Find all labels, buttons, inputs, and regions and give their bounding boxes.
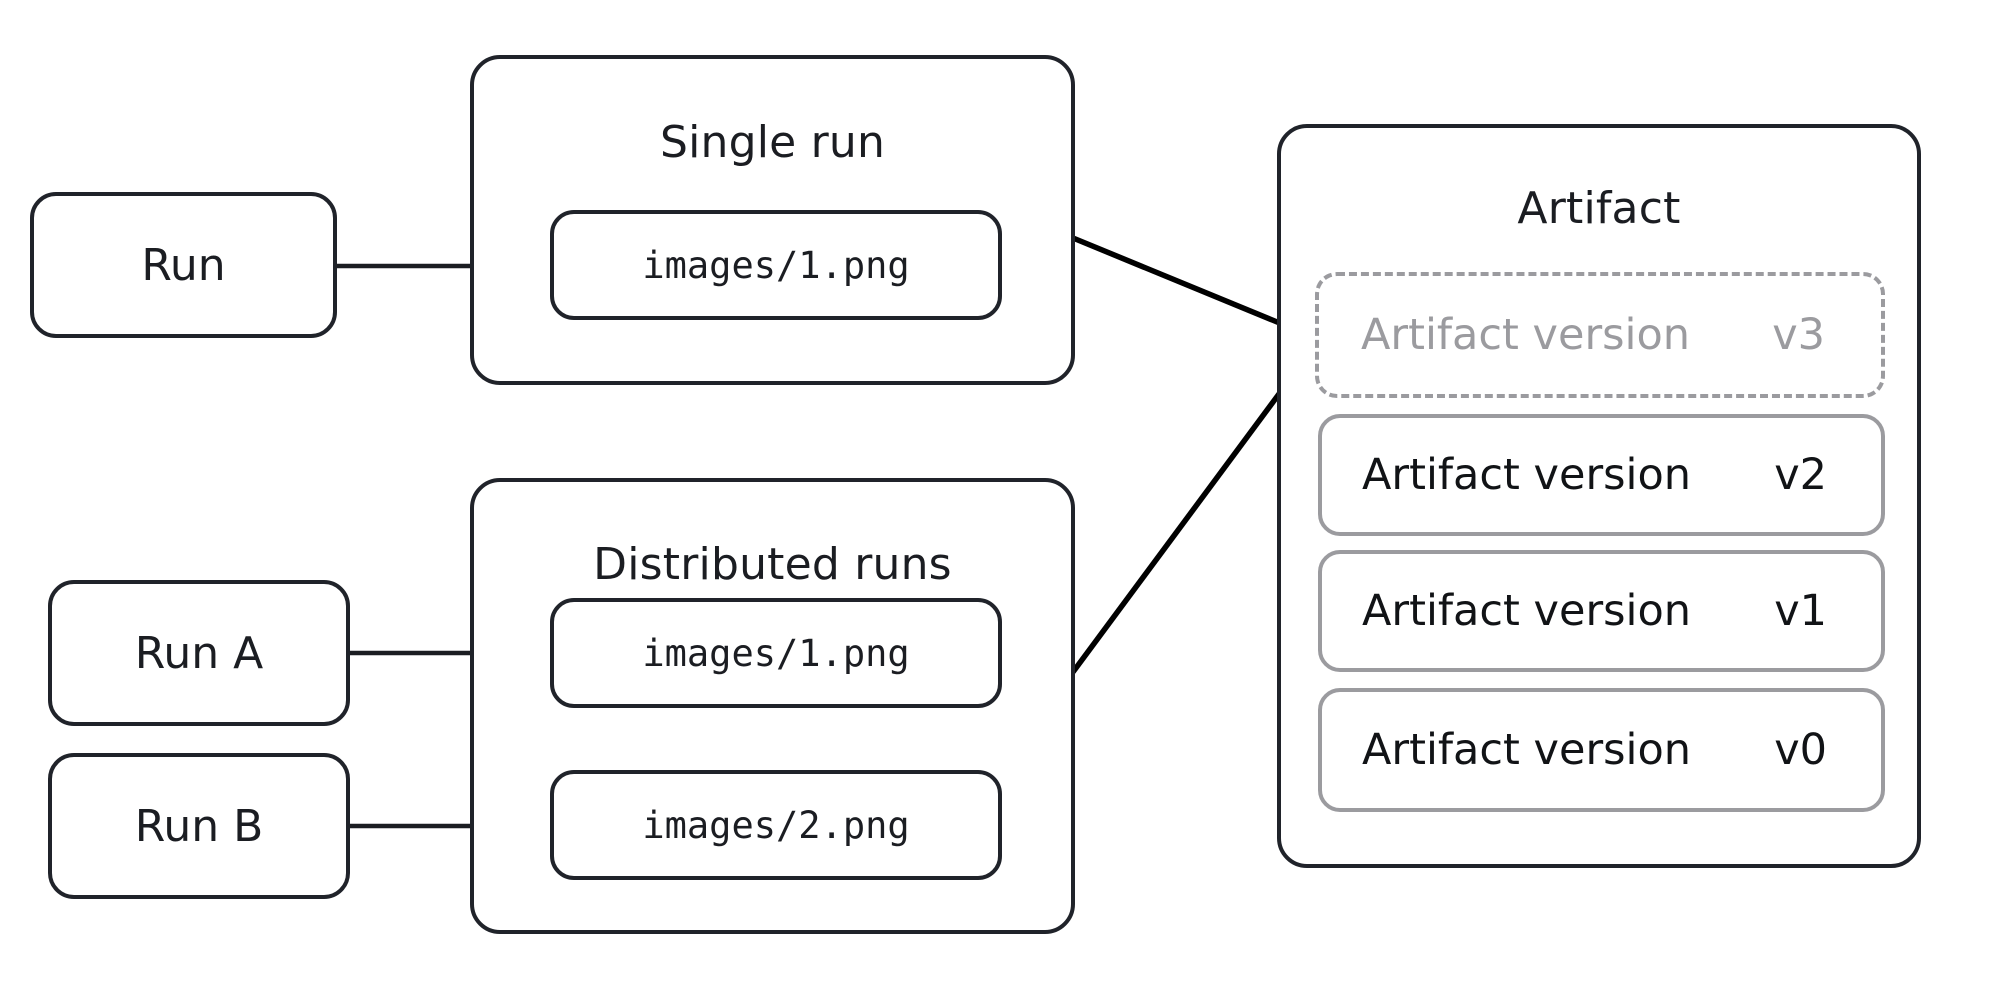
node-run-a[interactable]: Run A bbox=[48, 580, 350, 726]
group-artifact-title: Artifact bbox=[1517, 183, 1681, 234]
node-run-b[interactable]: Run B bbox=[48, 753, 350, 899]
node-run-a-label: Run A bbox=[134, 627, 264, 679]
artifact-version-label: Artifact version bbox=[1362, 725, 1692, 775]
artifact-version-label: Artifact version bbox=[1362, 450, 1692, 500]
group-single-run-title: Single run bbox=[659, 117, 886, 168]
artifact-version-label: Artifact version bbox=[1362, 586, 1692, 636]
artifact-version-row-v0[interactable]: Artifact version v0 bbox=[1318, 688, 1885, 812]
artifact-version-row-v2[interactable]: Artifact version v2 bbox=[1318, 414, 1885, 536]
group-distributed-runs-title: Distributed runs bbox=[593, 539, 952, 590]
node-run-b-label: Run B bbox=[134, 800, 264, 852]
artifact-version-tag: v1 bbox=[1774, 586, 1827, 636]
file-path-label: images/1.png bbox=[642, 631, 910, 675]
node-run[interactable]: Run bbox=[30, 192, 337, 338]
file-path-label: images/1.png bbox=[642, 243, 910, 287]
file-box-distributed-1[interactable]: images/2.png bbox=[550, 770, 1002, 880]
artifact-version-row-v1[interactable]: Artifact version v1 bbox=[1318, 550, 1885, 672]
node-run-label: Run bbox=[141, 239, 226, 291]
file-path-label: images/2.png bbox=[642, 803, 910, 847]
artifact-version-label: Artifact version bbox=[1361, 310, 1691, 360]
artifact-version-tag: v2 bbox=[1774, 450, 1827, 500]
file-box-distributed-0[interactable]: images/1.png bbox=[550, 598, 1002, 708]
file-box-single-run-0[interactable]: images/1.png bbox=[550, 210, 1002, 320]
artifact-version-tag: v3 bbox=[1772, 310, 1825, 360]
artifact-version-tag: v0 bbox=[1774, 725, 1827, 775]
artifact-version-row-v3[interactable]: Artifact version v3 bbox=[1315, 272, 1885, 398]
